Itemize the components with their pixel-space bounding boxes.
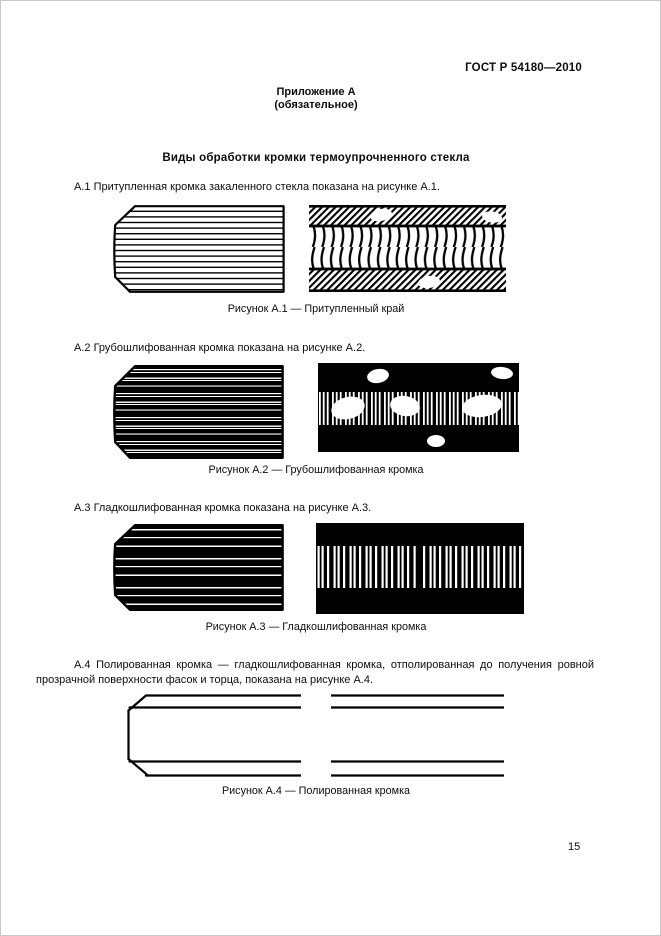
appendix-note: (обязательное) bbox=[274, 99, 358, 111]
figure-a2-edge-view bbox=[318, 363, 519, 452]
paragraph-a1: А.1 Притупленная кромка закаленного стек… bbox=[74, 181, 440, 193]
appendix-label: Приложение А bbox=[276, 86, 356, 98]
doc-code: ГОСТ Р 54180—2010 bbox=[465, 62, 582, 74]
caption-a2: Рисунок А.2 — Грубошлифованная кромка bbox=[208, 464, 424, 476]
hatched-band-bottom bbox=[309, 270, 506, 292]
white-blob bbox=[370, 208, 392, 222]
caption-a4: Рисунок А.4 — Полированная кромка bbox=[221, 785, 411, 797]
white-blob bbox=[331, 396, 365, 420]
caption-a3: Рисунок А.3 — Гладкошлифованная кромка bbox=[205, 621, 427, 633]
section-title: Виды обработки кромки термоупрочненного … bbox=[162, 152, 470, 164]
paragraph-a3: А.3 Гладкошлифованная кромка показана на… bbox=[74, 502, 372, 514]
figure-a2-plan-view bbox=[113, 365, 284, 459]
hatched-band-top bbox=[309, 205, 506, 226]
page-number: 15 bbox=[568, 841, 581, 853]
figure-a1-plan-view bbox=[113, 205, 285, 293]
white-blob bbox=[418, 275, 440, 289]
figure-a3-plan-view bbox=[113, 524, 284, 611]
stripe-gap bbox=[416, 546, 423, 588]
bottom-chamfer-line bbox=[127, 757, 150, 777]
white-blob bbox=[491, 366, 513, 380]
rough-ground-edge-shape bbox=[113, 365, 284, 459]
paragraph-a2: А.2 Грубошлифованная кромка показана на … bbox=[74, 342, 366, 354]
figure-a3-edge-view bbox=[316, 523, 524, 614]
wavy-edge-band bbox=[309, 226, 506, 269]
figure-a1-edge-view bbox=[309, 205, 506, 292]
blunted-edge-shape bbox=[113, 205, 285, 293]
white-blob bbox=[390, 395, 420, 417]
white-blob bbox=[427, 435, 445, 447]
smooth-ground-edge-shape bbox=[113, 524, 284, 611]
caption-a1: Рисунок А.1 — Притупленный край bbox=[227, 303, 405, 315]
white-blob bbox=[367, 368, 389, 384]
white-blob bbox=[462, 394, 502, 418]
figure-a4-plan-view bbox=[127, 694, 301, 777]
appendix-heading: Приложение А (обязательное) bbox=[36, 86, 596, 112]
figure-a4-edge-view bbox=[331, 694, 504, 777]
paragraph-a4: А.4 Полированная кромка — гладкошлифован… bbox=[36, 659, 594, 686]
white-blob bbox=[482, 211, 502, 223]
